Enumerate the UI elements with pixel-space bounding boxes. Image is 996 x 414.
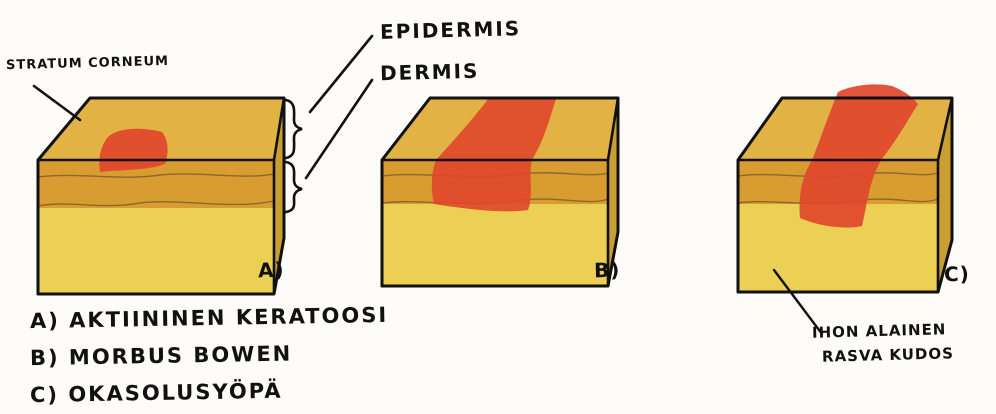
dermis-brace: [286, 162, 302, 212]
epidermis-pointer: [310, 36, 372, 112]
skin-block-a: [38, 98, 284, 294]
skin-block-c: [738, 84, 952, 292]
legend: A) AKTIININEN KERATOOSI B) MORBUS BOWEN …: [30, 300, 388, 411]
epidermis-label: EPIDERMIS: [380, 16, 522, 44]
epidermis-brace: [286, 100, 302, 158]
stratum-corneum-pointer: [34, 86, 80, 120]
skin-block-b: [382, 98, 618, 286]
block-c-letter: C): [944, 262, 970, 287]
block-b-dermis-front: [382, 204, 608, 286]
legend-item-c: C) OKASOLUSYÖPÄ: [30, 371, 389, 414]
block-a-letter: A): [258, 258, 285, 283]
subcutaneous-label-line2: RASVA KUDOS: [822, 344, 954, 365]
block-b-letter: B): [594, 258, 621, 283]
subcutaneous-label-line1: IHON ALAINEN: [812, 320, 947, 342]
dermis-label: DERMIS: [380, 59, 480, 86]
dermis-pointer: [306, 80, 372, 178]
legend-item-b: B) MORBUS BOWEN: [30, 334, 389, 377]
block-a-epidermis-front: [38, 160, 274, 208]
block-a-dermis-front: [38, 208, 274, 294]
legend-item-a: A) AKTIININEN KERATOOSI: [30, 297, 389, 340]
